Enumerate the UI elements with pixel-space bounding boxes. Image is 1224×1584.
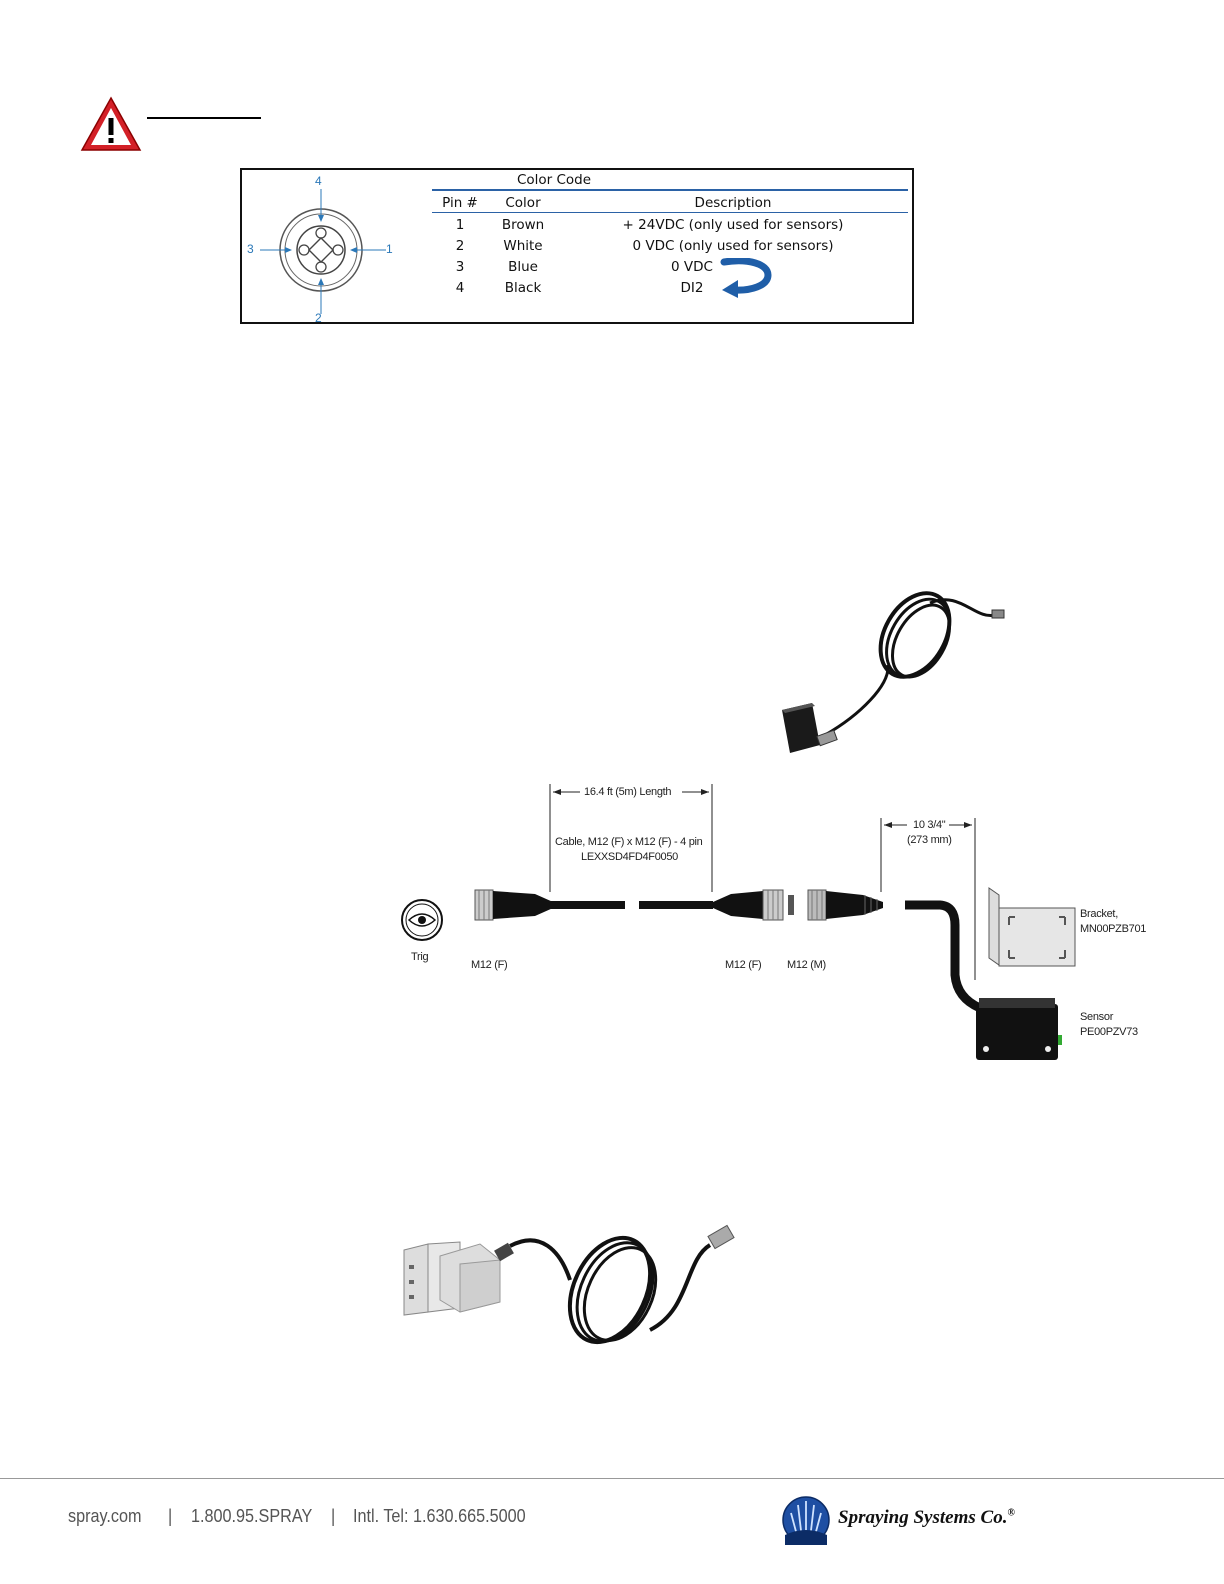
header-color: Color	[505, 195, 541, 211]
pin-label-1: 1	[386, 242, 393, 256]
row1-pin: 1	[455, 217, 465, 233]
cable-assembly-diagram	[401, 784, 1076, 1060]
color-code-title: Color Code	[516, 172, 592, 188]
warning-triangle-icon	[80, 96, 142, 151]
row4-description: DI2	[680, 280, 704, 296]
m12-m-label: M12 (M)	[787, 959, 826, 971]
row3-pin: 3	[455, 259, 465, 275]
row2-pin: 2	[455, 238, 465, 254]
footer-intl-phone: Intl. Tel: 1.630.665.5000	[353, 1506, 526, 1526]
row3-color: Blue	[508, 259, 538, 275]
row3-description: 0 VDC	[671, 259, 713, 275]
row2-description: 0 VDC (only used for sensors)	[632, 238, 834, 254]
cable-desc-line1: Cable, M12 (F) x M12 (F) - 4 pin	[555, 836, 703, 848]
lead-length-label: 10 3/4"	[913, 819, 946, 831]
row2-color: White	[503, 238, 543, 254]
table-header-rule	[432, 189, 908, 191]
m12-f-left-label: M12 (F)	[471, 959, 508, 971]
jumper-arrow-icon	[720, 258, 772, 298]
cable-length-label: 16.4 ft (5m) Length	[584, 786, 672, 798]
trig-label: Trig	[411, 951, 429, 963]
sensor-part-number: PE00PZV73	[1080, 1026, 1138, 1038]
spraying-systems-logo-icon	[782, 1496, 830, 1545]
footer-rule	[0, 1478, 1224, 1479]
pinout-table-box: 4 1 2 3 Color Code Pin # Color Descripti…	[240, 168, 914, 325]
footer-separator-2: |	[331, 1506, 336, 1526]
header-description: Description	[694, 195, 772, 211]
table-subheader-rule	[432, 212, 908, 213]
pin-label-4: 4	[315, 174, 322, 188]
warning-underline	[147, 117, 261, 119]
footer-separator-1: |	[168, 1506, 173, 1526]
pin-label-3: 3	[247, 242, 254, 256]
row1-color: Brown	[501, 217, 545, 233]
sensor-label: Sensor	[1080, 1011, 1114, 1023]
m12-f-right-label: M12 (F)	[725, 959, 762, 971]
registered-mark: ®	[1007, 1507, 1015, 1519]
row1-description: + 24VDC (only used for sensors)	[622, 217, 844, 233]
m12-connector-face-icon	[260, 189, 386, 314]
row4-color: Black	[504, 280, 542, 296]
cable-part-number: LEXXSD4FD4F0050	[581, 851, 678, 863]
bracket-part-number: MN00PZB701	[1080, 923, 1147, 935]
bracket-label: Bracket,	[1080, 908, 1118, 920]
lead-length-mm-label: (273 mm)	[907, 834, 952, 846]
sensor-cable-photo	[782, 591, 1005, 753]
footer-website[interactable]: spray.com	[68, 1506, 142, 1526]
pin-label-2: 2	[315, 311, 322, 325]
footer-phone: 1.800.95.SPRAY	[191, 1506, 313, 1526]
brand-name-text: Spraying Systems Co.	[838, 1507, 1008, 1528]
header-pin: Pin #	[442, 195, 478, 211]
row4-pin: 4	[455, 280, 465, 296]
brand-name: Spraying Systems Co.®	[838, 1507, 1015, 1529]
bracket-sensor-photo	[403, 1224, 735, 1345]
